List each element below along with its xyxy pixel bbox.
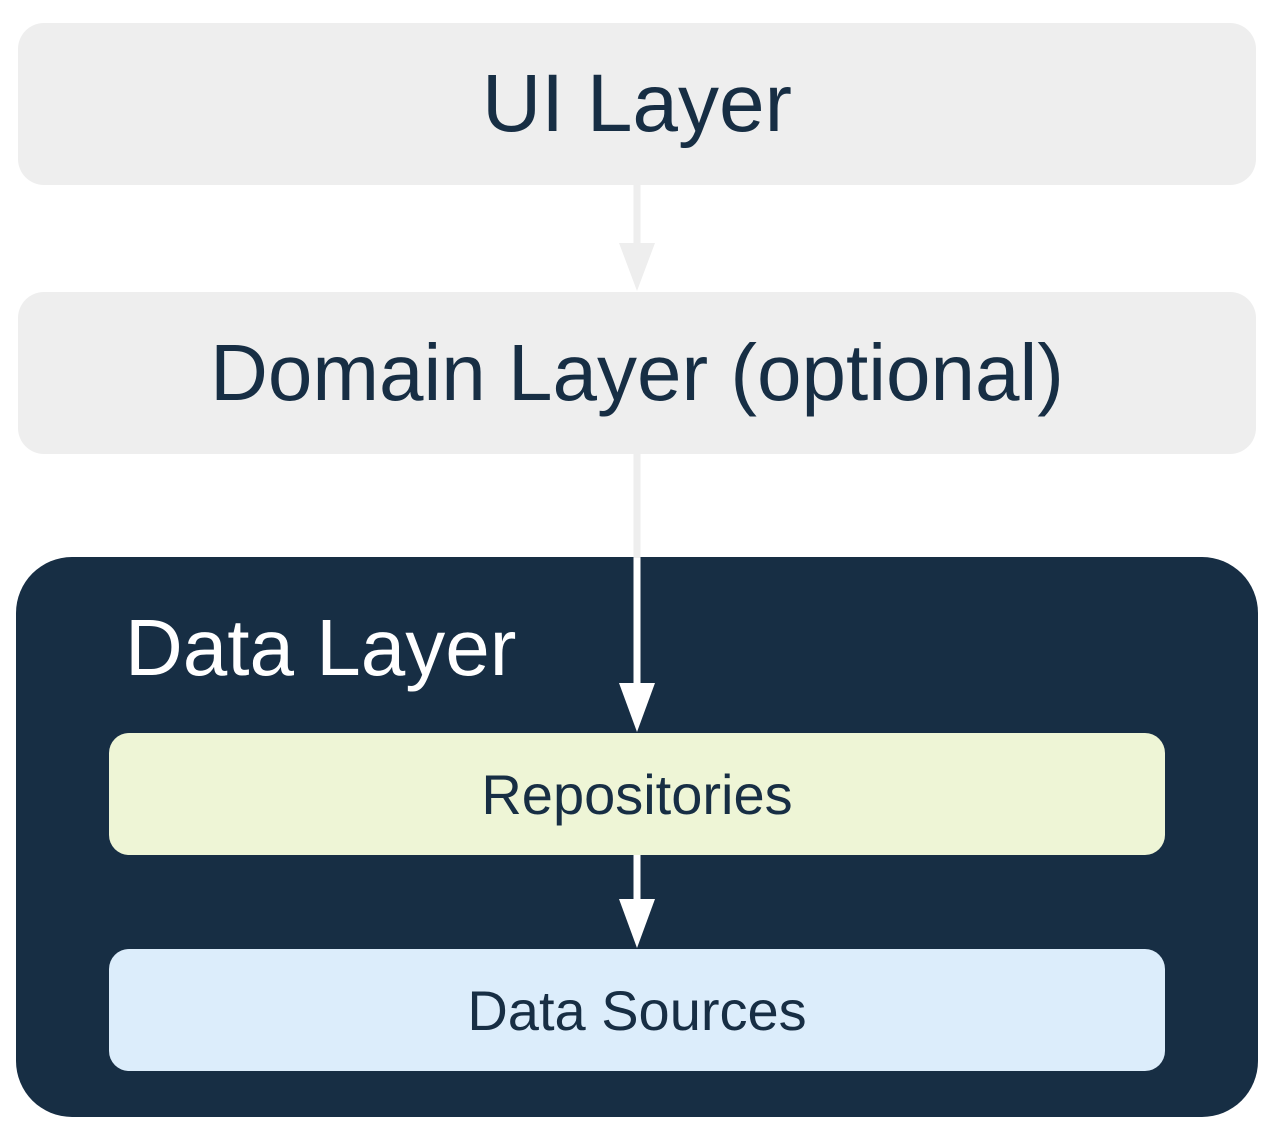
data-sources-box: Data Sources <box>109 949 1165 1071</box>
ui-layer-box: UI Layer <box>18 23 1256 185</box>
ui-layer-label: UI Layer <box>482 58 792 149</box>
data-layer-title: Data Layer <box>125 603 517 692</box>
domain-layer-label: Domain Layer (optional) <box>210 328 1064 417</box>
repositories-box: Repositories <box>109 733 1165 855</box>
domain-layer-box: Domain Layer (optional) <box>18 292 1256 454</box>
arrow-ui-to-domain <box>619 185 655 291</box>
data-sources-label: Data Sources <box>467 978 807 1042</box>
repositories-label: Repositories <box>481 762 793 826</box>
